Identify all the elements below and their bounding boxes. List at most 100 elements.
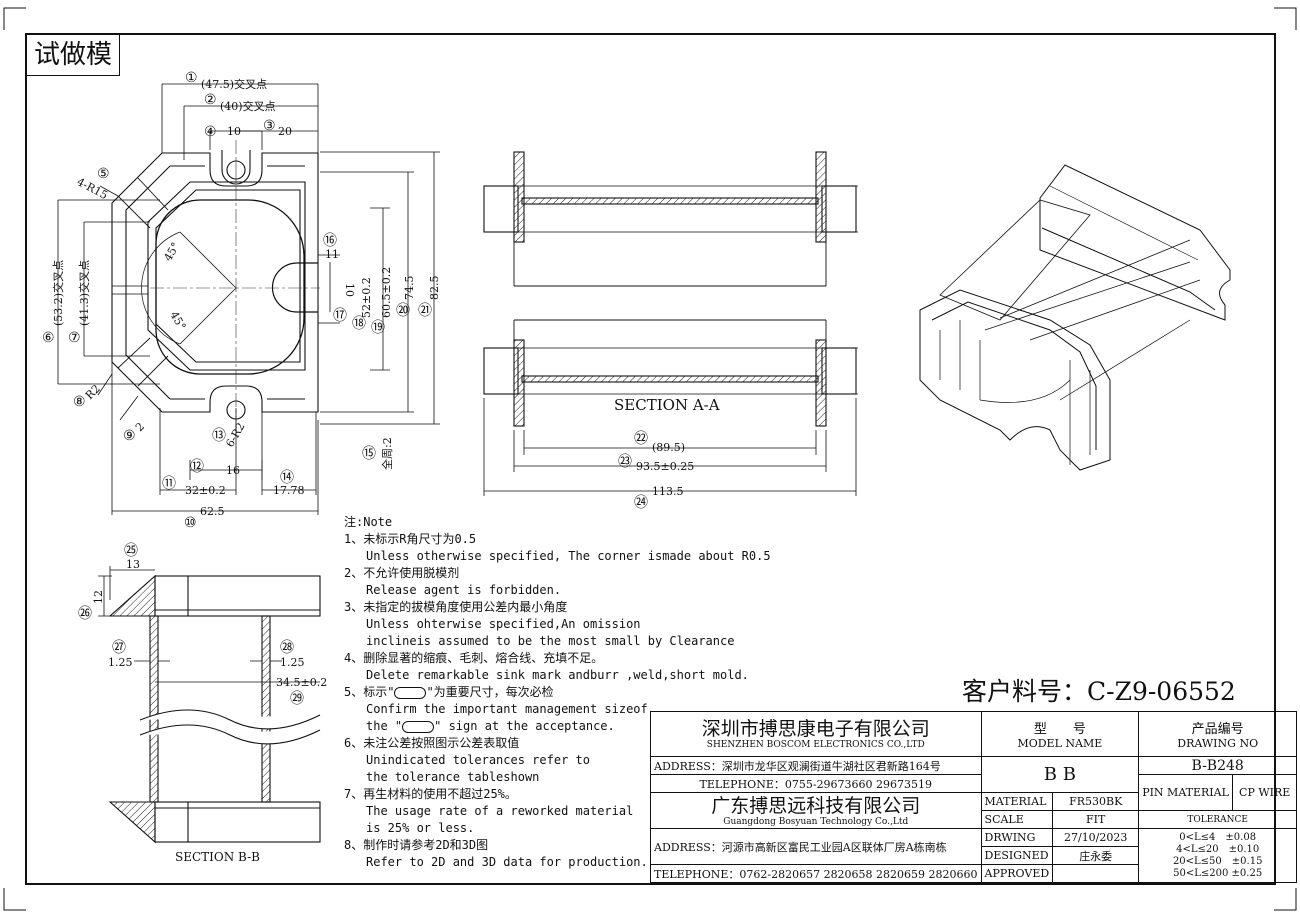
balloon-8: ⑧ — [73, 394, 86, 410]
drawing-value: B-B248 — [1138, 756, 1298, 775]
dim-19: 60.5±0.2 — [380, 267, 393, 318]
top-view-dimensions — [57, 83, 440, 515]
balloon-28: ㉘ — [280, 640, 294, 656]
notes-title: 注:Note — [344, 515, 393, 529]
balloon-21: ㉑ — [418, 303, 432, 319]
dim-26: 12 — [92, 590, 105, 604]
dim-1: (47.5)交叉点 — [201, 77, 267, 91]
section-a-a-dimensions — [483, 398, 857, 496]
dim-25: 13 — [126, 558, 140, 571]
address2: ADDRESS：河源市高新区富民工业园A区联体厂房A栋南栋 — [650, 828, 982, 865]
note-7-en-1: The usage rate of a reworked material — [366, 804, 634, 818]
dim-12: 16 — [226, 464, 240, 477]
tolerance-row-3: 20<L≤50 ±0.15 — [1172, 855, 1263, 867]
balloon-10: ⑩ — [184, 515, 197, 531]
note-5-en-1: Confirm the important management sizeof — [366, 702, 648, 716]
pin-material-label: PIN MATERIAL — [1138, 774, 1234, 811]
note-5-en-2a: the " — [366, 719, 403, 733]
dim-24: 113.5 — [652, 485, 684, 498]
dim-27: 1.25 — [108, 656, 133, 669]
drwing-value: 27/10/2023 — [1052, 828, 1140, 847]
balloon-15: ⑮ — [362, 446, 376, 462]
angle-a: 45° — [161, 240, 182, 263]
balloon-3: ③ — [263, 118, 276, 134]
balloon-4: ④ — [204, 124, 217, 140]
note-1: 1、未标示R角尺寸为0.5 — [344, 532, 477, 546]
scale-label: SCALE — [980, 810, 1054, 829]
dim-11: 32±0.2 — [185, 484, 226, 497]
balloon-22: ㉒ — [634, 431, 648, 447]
scale-value: FIT — [1052, 810, 1140, 829]
note-4-en: Delete remarkable sink mark andburr ,wel… — [366, 668, 749, 682]
balloon-19: ⑲ — [371, 320, 385, 336]
balloon-13: ⑬ — [212, 428, 226, 444]
section-a-a-label: SECTION A-A — [614, 396, 720, 414]
balloon-29: ㉙ — [290, 691, 304, 707]
balloon-9: ⑨ — [123, 428, 136, 444]
important-mark-icon — [402, 720, 435, 733]
company1-cell: 深圳市搏思康电子有限公司 SHENZHEN BOSCOM ELECTRONICS… — [650, 711, 982, 757]
title-block: 深圳市搏思康电子有限公司 SHENZHEN BOSCOM ELECTRONICS… — [650, 711, 1298, 883]
dim-22: (89.5) — [652, 441, 685, 454]
dim-23: 93.5±0.25 — [636, 460, 694, 473]
drawing-cn: 产品编号 — [1191, 722, 1244, 737]
model-en: MODEL NAME — [1017, 737, 1103, 750]
drwing-label: DRWING — [980, 828, 1054, 847]
balloon-16: ⑯ — [323, 233, 337, 249]
note-7-en-2: is 25% or less. — [366, 821, 475, 835]
model-value: B B — [980, 756, 1140, 793]
drawing-header: 产品编号 DRAWING NO — [1138, 711, 1298, 757]
dim-18: 52±0.2 — [360, 277, 373, 318]
model-header: 型 号 MODEL NAME — [980, 711, 1140, 757]
dim-2: (40)交叉点 — [220, 99, 276, 113]
dim-28: 1.25 — [280, 656, 305, 669]
dim-3: 20 — [278, 125, 292, 138]
material-value: FR530BK — [1052, 792, 1140, 811]
pin-material-value: CP WIRE — [1232, 774, 1298, 811]
dim-29: 34.5±0.2 — [276, 676, 327, 689]
tolerance-row-2: 4<L≤20 ±0.10 — [1176, 843, 1260, 855]
note-8-en: Refer to 2D and 3D data for production. — [366, 855, 648, 869]
note-2-en: Release agent is forbidden. — [366, 583, 562, 597]
top-view — [111, 140, 320, 430]
balloon-11: ⑪ — [162, 476, 176, 492]
note-6: 6、未注公差按照图示公差表取值 — [344, 736, 520, 750]
note-6-en-1: Unindicated tolerances refer to — [366, 753, 590, 767]
trial-mold-stamp: 试做模 — [26, 34, 120, 76]
dim-8: R2 — [83, 382, 103, 402]
tel2: TELEPHONE：0762-2820657 2820658 2820659 2… — [650, 864, 982, 883]
balloon-24: ㉔ — [634, 495, 648, 511]
dim-13: 6-R2 — [223, 420, 247, 449]
angle-b: 45° — [167, 309, 188, 332]
balloon-27: ㉗ — [112, 640, 126, 656]
material-label: MATERIAL — [980, 792, 1054, 811]
tolerance-row-1: 0<L≤4 ±0.08 — [1179, 831, 1257, 843]
dim-16: 11 — [325, 248, 339, 261]
drawing-en: DRAWING NO — [1177, 737, 1259, 750]
section-b-b — [108, 574, 321, 844]
note-5: 5、标示""为重要尺寸，每次必检 — [344, 684, 774, 701]
balloon-7: ⑦ — [68, 330, 81, 346]
balloon-17: ⑰ — [333, 308, 347, 324]
balloon-25: ㉕ — [124, 543, 138, 559]
note-4: 4、删除显著的缩痕、毛刺、熔合线、充填不足。 — [344, 651, 604, 665]
dim-21: 82.5 — [428, 276, 441, 301]
dim-17: 10 — [343, 283, 356, 297]
customer-part-number: 客户料号：C-Z9-06552 — [962, 677, 1236, 706]
balloon-14: ⑭ — [280, 470, 294, 486]
designed-label: DESIGNED — [980, 846, 1054, 865]
balloon-1: ① — [185, 70, 198, 86]
dim-4: 10 — [227, 125, 241, 138]
balloon-20: ⑳ — [396, 303, 410, 319]
balloon-12: ⑫ — [190, 459, 204, 475]
section-b-b-dimensions — [98, 566, 320, 683]
company2-name: 广东搏思远科技有限公司 — [711, 794, 921, 817]
tolerance-label: TOLERANCE — [1138, 810, 1298, 829]
section-b-b-label: SECTION B-B — [175, 850, 260, 864]
approved-label: APPROVED — [980, 864, 1054, 883]
balloon-26: ㉖ — [78, 606, 92, 622]
balloon-23: ㉓ — [618, 454, 632, 470]
company2-en: Guangdong Bosyuan Technology Co.,Ltd — [723, 816, 909, 827]
